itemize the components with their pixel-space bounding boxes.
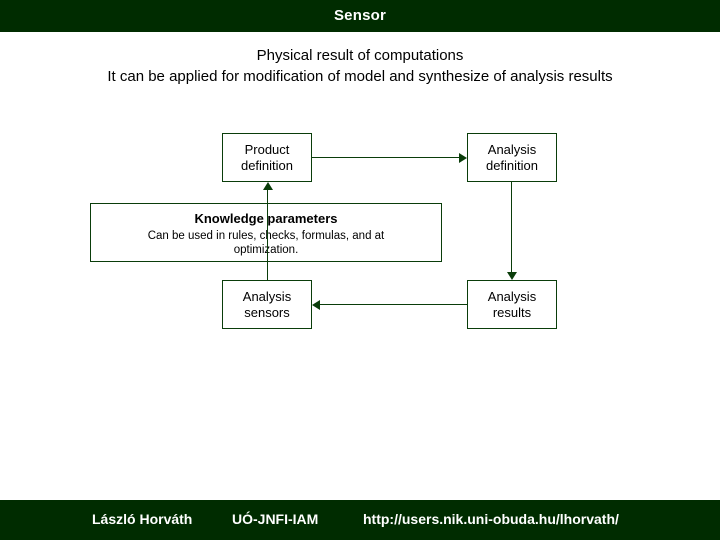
knowledge-parameters-title: Knowledge parameters: [194, 211, 338, 226]
box-analysis-results: Analysis results: [467, 280, 557, 329]
footer-author: László Horváth: [92, 511, 193, 527]
knowledge-parameters-body: Can be used in rules, checks, formulas, …: [147, 230, 385, 256]
page-title: Sensor: [333, 7, 387, 24]
subtitle-line-2: It can be applied for modification of mo…: [107, 68, 613, 85]
arrowhead-to-product-definition: [263, 182, 273, 190]
box-analysis-definition-line1: Analysis: [487, 141, 537, 157]
footer-organization: UÓ-JNFI-IAM: [232, 511, 319, 527]
box-analysis-results-line2: results: [492, 304, 532, 320]
box-analysis-sensors-line2: sensors: [244, 304, 290, 320]
footer-bar: [0, 500, 720, 540]
arrowhead-to-analysis-sensors: [312, 300, 320, 310]
connector-sensors-to-product-definition: [267, 190, 268, 280]
box-product-definition-line2: definition: [240, 157, 294, 173]
box-analysis-sensors-line1: Analysis: [242, 288, 292, 304]
box-knowledge-parameters: Knowledge parameters Can be used in rule…: [90, 203, 442, 262]
arrowhead-to-analysis-results: [507, 272, 517, 280]
box-analysis-results-line1: Analysis: [487, 288, 537, 304]
box-analysis-definition: Analysis definition: [467, 133, 557, 182]
connector-product-to-analysis-definition: [312, 157, 459, 158]
box-analysis-definition-line2: definition: [485, 157, 539, 173]
box-product-definition: Product definition: [222, 133, 312, 182]
connector-results-to-sensors: [320, 304, 467, 305]
box-product-definition-line1: Product: [244, 141, 290, 157]
box-analysis-sensors: Analysis sensors: [222, 280, 312, 329]
subtitle-line-1: Physical result of computations: [256, 47, 464, 64]
connector-analysis-definition-to-results: [511, 182, 512, 272]
header-bar: [0, 0, 720, 32]
footer-url[interactable]: http://users.nik.uni-obuda.hu/lhorvath/: [363, 511, 619, 527]
arrowhead-to-analysis-definition: [459, 153, 467, 163]
